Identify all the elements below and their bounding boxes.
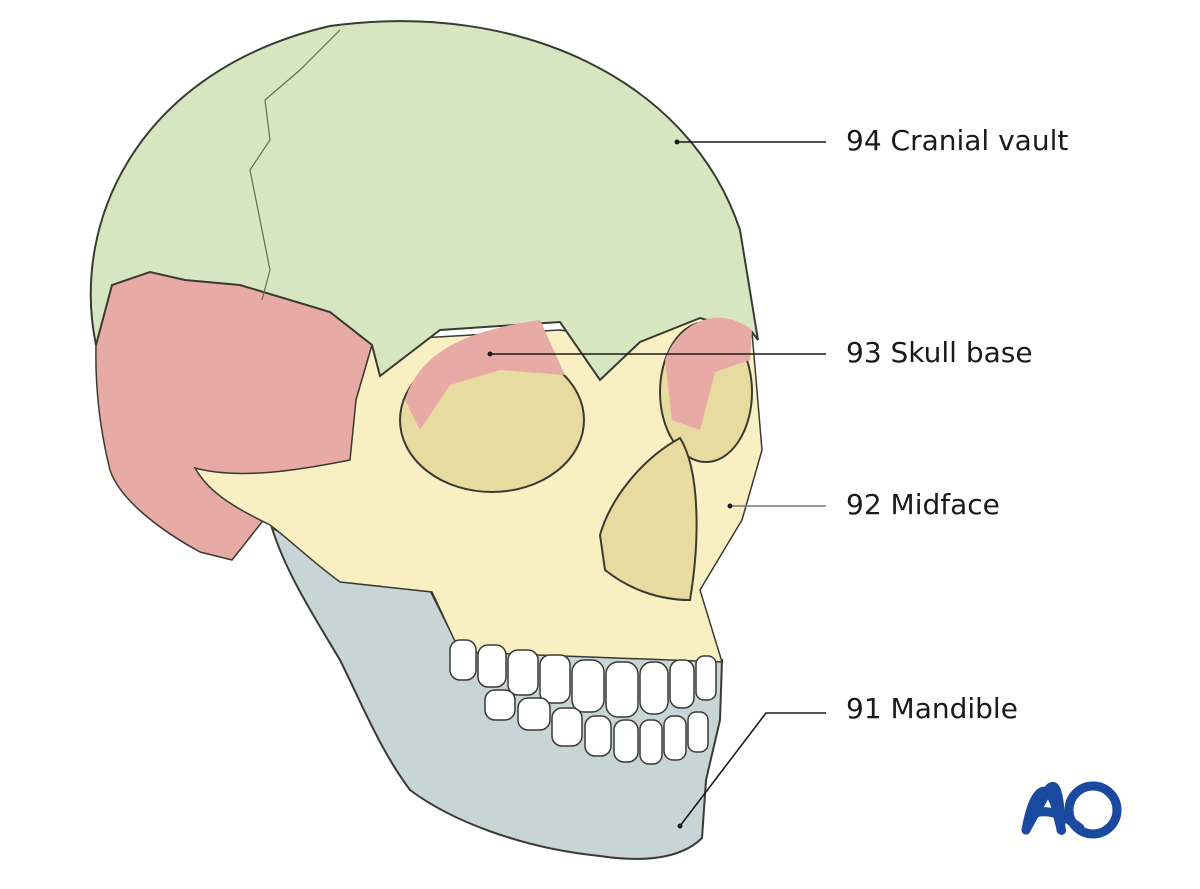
label-cranial-vault: 94 Cranial vault [846, 124, 1069, 157]
leader-dots [487, 139, 733, 829]
coronal-suture [249, 29, 341, 301]
upper-teeth [449, 639, 717, 718]
lower-teeth [484, 689, 709, 765]
label-midface: 92 Midface [846, 488, 1000, 521]
label-skull-base: 93 Skull base [846, 336, 1033, 369]
label-mandible: 91 Mandible [846, 692, 1018, 725]
left-orbit-roof [405, 320, 565, 430]
ao-logo [1021, 781, 1122, 839]
leader-lines [490, 141, 826, 827]
right-orbit-roof [665, 317, 752, 430]
nasal-cavity [598, 436, 698, 602]
cranial-vault-region [89, 20, 759, 382]
